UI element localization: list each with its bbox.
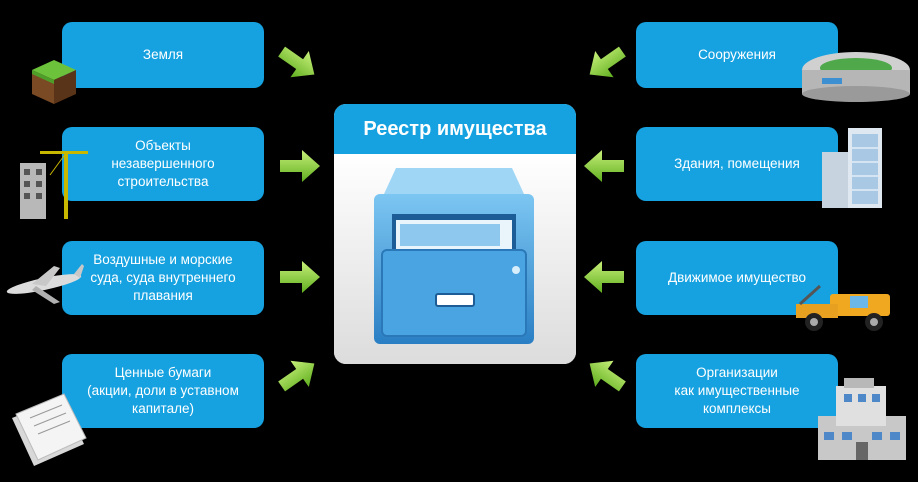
stadium-icon bbox=[802, 52, 910, 102]
arrow-icon bbox=[584, 261, 624, 293]
item-securities-label: Ценные бумаги (акции, доли в уставном ка… bbox=[87, 364, 239, 417]
airplane-icon bbox=[6, 264, 84, 304]
center-title: Реестр имущества bbox=[334, 104, 576, 154]
office-building-icon bbox=[818, 378, 906, 460]
item-structures-label: Сооружения bbox=[698, 46, 776, 62]
arrow-icon bbox=[584, 150, 624, 182]
item-vessels: Воздушные и морские суда, суда внутренне… bbox=[62, 241, 264, 315]
arrow-icon bbox=[589, 360, 626, 392]
item-construction-label: Объекты незавершенного строительства bbox=[111, 137, 215, 190]
item-buildings-label: Здания, помещения bbox=[674, 155, 800, 171]
land-icon bbox=[32, 60, 76, 104]
arrow-icon bbox=[278, 46, 315, 78]
item-buildings: Здания, помещения bbox=[636, 127, 838, 201]
item-construction: Объекты незавершенного строительства bbox=[62, 127, 264, 201]
file-cabinet-icon bbox=[374, 168, 534, 344]
item-land-label: Земля bbox=[142, 46, 184, 62]
arrow-icon bbox=[589, 46, 626, 78]
tow-truck-icon bbox=[796, 284, 890, 331]
item-organizations-label: Организации как имущественные комплексы bbox=[674, 364, 800, 417]
item-land: Земля bbox=[62, 22, 264, 88]
center-body bbox=[334, 154, 576, 364]
buildings-icon bbox=[822, 128, 882, 208]
construction-icon bbox=[20, 151, 88, 219]
item-movable-label: Движимое имущество bbox=[667, 269, 807, 285]
item-movable: Движимое имущество bbox=[636, 241, 838, 315]
center-panel: Реестр имущества bbox=[334, 104, 576, 364]
arrow-icon bbox=[280, 150, 320, 182]
item-vessels-label: Воздушные и морские суда, суда внутренне… bbox=[90, 251, 236, 304]
arrow-icon bbox=[278, 360, 315, 392]
arrow-icon bbox=[280, 261, 320, 293]
item-organizations: Организации как имущественные комплексы bbox=[636, 354, 838, 428]
documents-icon bbox=[12, 393, 87, 466]
item-securities: Ценные бумаги (акции, доли в уставном ка… bbox=[62, 354, 264, 428]
